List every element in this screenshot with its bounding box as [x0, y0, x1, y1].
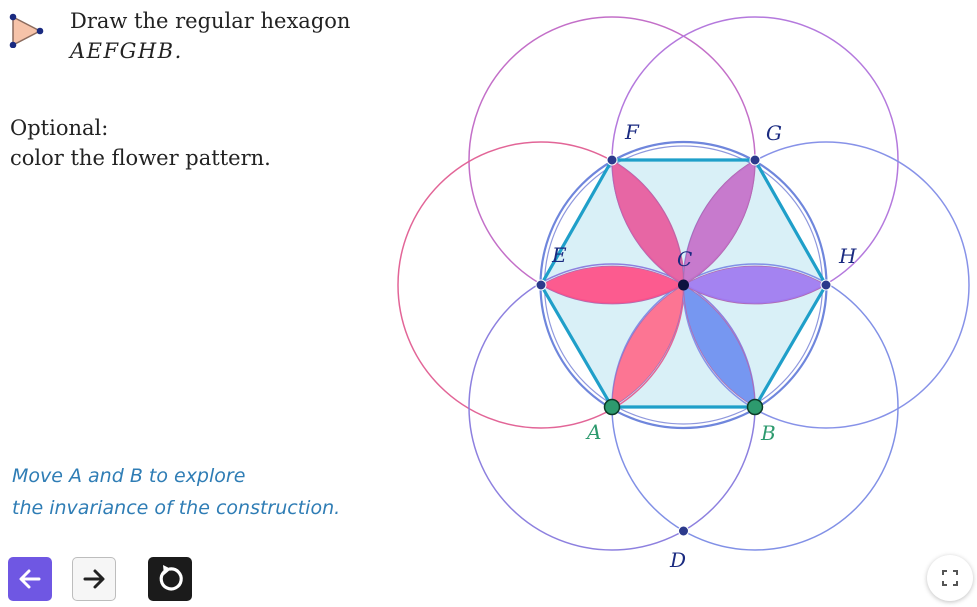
label-c: C [677, 247, 692, 271]
instruction-line-2: AEFGHB. [70, 39, 183, 63]
point-e [535, 279, 547, 291]
hint-text: Move A and B to explore the invariance o… [12, 460, 340, 524]
next-button[interactable] [72, 557, 116, 601]
point-h [820, 279, 832, 291]
label-e: E [551, 243, 567, 267]
optional-text: Optional: color the flower pattern. [10, 113, 271, 173]
label-b: B [760, 421, 776, 445]
instruction-line-1: Draw the regular hexagon [70, 9, 351, 33]
polygon-tool-icon [9, 13, 44, 48]
label-h: H [838, 244, 857, 268]
label-a: A [585, 420, 601, 444]
construction-points [535, 154, 832, 537]
instruction-text: Draw the regular hexagon AEFGHB. [70, 6, 350, 66]
fullscreen-button[interactable] [927, 555, 973, 601]
point-g [749, 154, 761, 166]
point-a[interactable] [603, 398, 621, 416]
hint-line-1: Move A and B to explore [12, 465, 246, 487]
arrow-right-icon [83, 569, 105, 589]
reset-button[interactable] [148, 557, 192, 601]
hint-line-2: the invariance of the construction. [12, 497, 341, 519]
label-d: D [669, 548, 686, 572]
point-d [678, 525, 689, 537]
label-f: F [624, 120, 640, 144]
back-button[interactable] [8, 557, 52, 601]
arrow-left-icon [19, 569, 41, 589]
optional-line-2: color the flower pattern. [10, 146, 271, 170]
optional-line-1: Optional: [10, 116, 109, 140]
point-f [606, 154, 618, 166]
point-c [678, 279, 689, 291]
fullscreen-icon [942, 570, 958, 586]
point-b[interactable] [746, 398, 764, 416]
reset-icon [159, 565, 183, 591]
label-g: G [766, 121, 782, 145]
